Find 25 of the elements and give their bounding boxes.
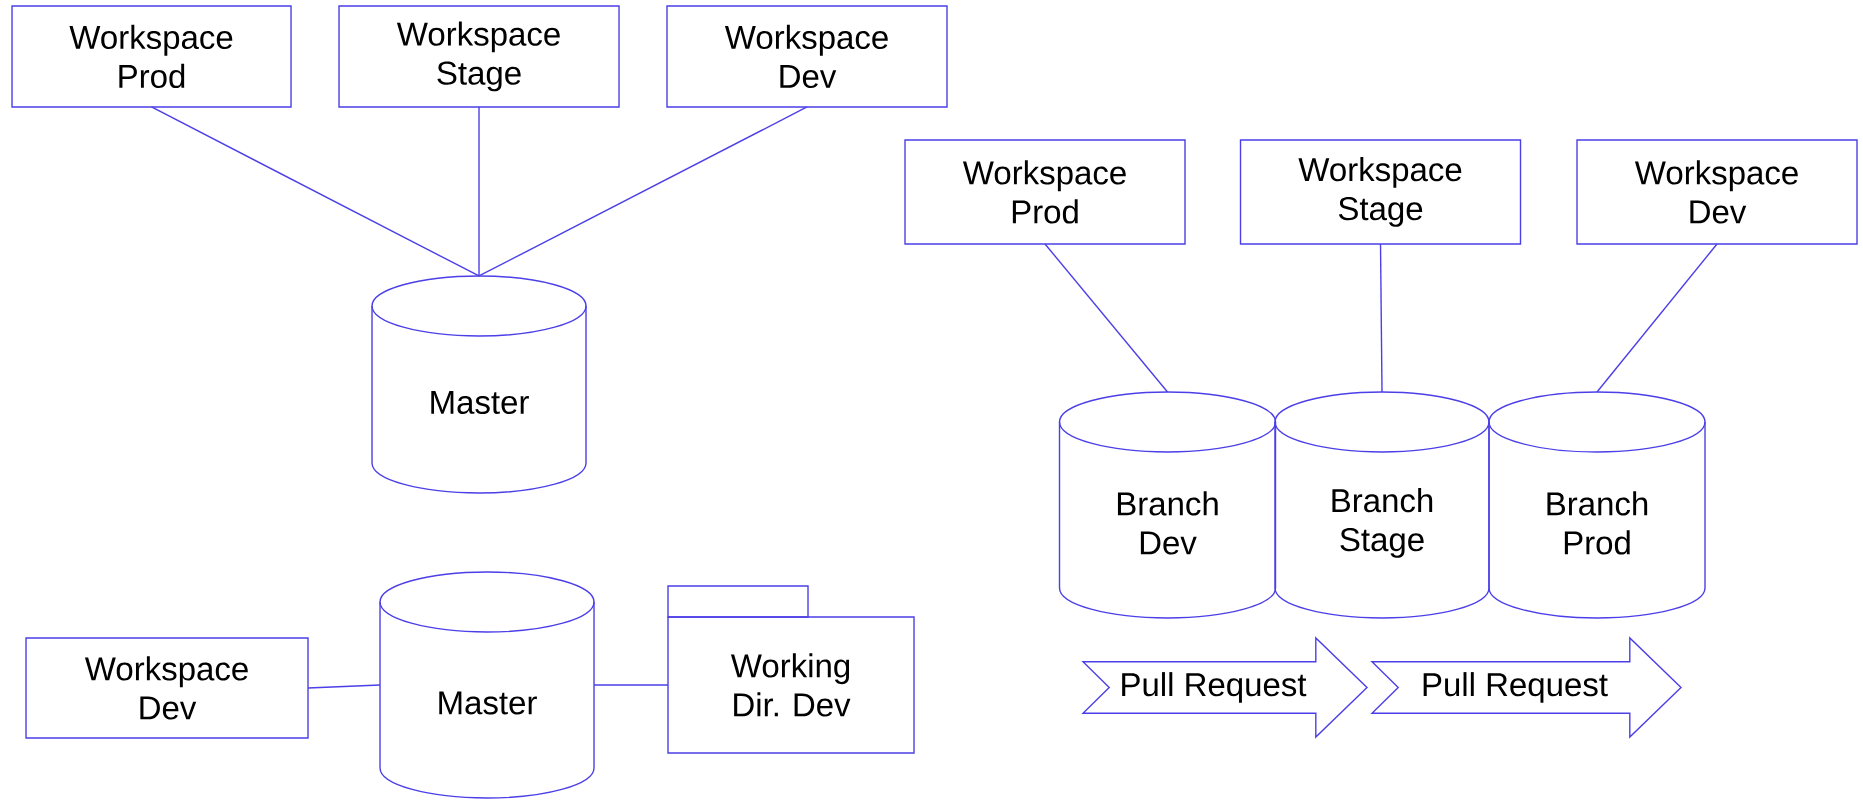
connector-line — [150, 106, 480, 277]
connector-line — [1596, 243, 1718, 393]
workspace-box: Workspace Prod — [904, 139, 1186, 245]
connector-line — [1044, 243, 1169, 393]
node-label: Master — [431, 390, 529, 415]
connector-line — [478, 106, 480, 277]
node-label: Branch Dev — [1117, 491, 1218, 555]
workspace-box: Workspace Dev — [666, 5, 948, 108]
database-cylinder: Branch Dev — [1058, 391, 1277, 619]
connector-line — [307, 684, 381, 689]
database-cylinder: Master — [371, 275, 587, 494]
connector-line — [478, 106, 808, 277]
node-label: Branch Prod — [1547, 491, 1648, 555]
workspace-box: Workspace Dev — [1576, 139, 1858, 245]
workspace-box: Workspace Prod — [11, 5, 292, 108]
connector-line — [593, 684, 669, 686]
connector-line — [1379, 243, 1383, 393]
workspace-box: Workspace Stage — [338, 5, 620, 108]
node-label: Master — [439, 691, 537, 715]
node-label: Branch Stage — [1332, 488, 1433, 558]
workspace-box: Workspace Dev — [25, 637, 309, 739]
database-cylinder: Branch Prod — [1488, 391, 1706, 619]
database-cylinder: Master — [379, 571, 595, 799]
database-cylinder: Branch Stage — [1274, 391, 1490, 619]
workspace-box: Workspace Stage — [1239, 139, 1522, 245]
